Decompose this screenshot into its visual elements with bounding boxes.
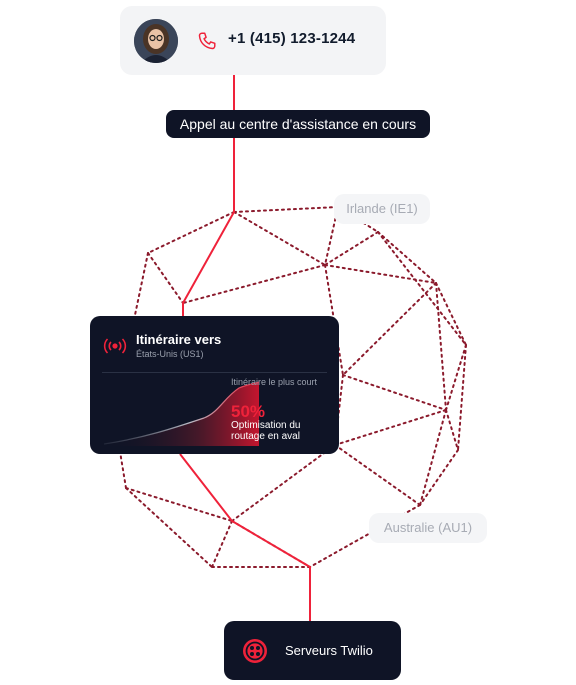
twilio-logo-icon — [243, 639, 267, 663]
mesh-link — [342, 282, 437, 376]
mesh-link — [377, 231, 437, 284]
mesh-link — [445, 409, 459, 451]
mesh-link — [182, 264, 326, 304]
twilio-servers-card: Serveurs Twilio — [224, 621, 401, 680]
mesh-link — [125, 487, 213, 568]
optimization-percent: 50% — [231, 402, 266, 421]
route-path — [179, 453, 311, 621]
route-destination: États-Unis (US1) — [136, 349, 204, 359]
region-australia: Australie (AU1) — [369, 513, 487, 543]
mesh-link — [342, 374, 447, 411]
mesh-link — [419, 409, 447, 506]
mesh-link — [125, 487, 233, 522]
region-ireland: Irlande (IE1) — [334, 194, 430, 224]
mesh-link — [324, 206, 339, 266]
mesh-link — [445, 344, 467, 411]
mesh-link — [324, 264, 437, 284]
mesh-link — [435, 282, 447, 411]
servers-label: Serveurs Twilio — [285, 643, 373, 658]
mesh-link — [233, 206, 339, 213]
route-card: Itinéraire vers États-Unis (US1) Itinéra… — [90, 316, 339, 454]
incoming-call-card: +1 (415) 123-1244 — [120, 6, 386, 75]
mesh-link — [147, 211, 235, 254]
phone-icon — [198, 32, 216, 50]
call-status-pill: Appel au centre d'assistance en cours — [166, 110, 430, 138]
mesh-link — [457, 344, 467, 451]
mesh-link — [324, 231, 379, 266]
shortest-route-label: Itinéraire le plus court — [231, 377, 318, 387]
caller-avatar — [134, 19, 178, 63]
mesh-link — [334, 409, 447, 446]
route-optimization-graphic — [104, 381, 260, 446]
mesh-link — [435, 282, 467, 346]
mesh-link — [147, 252, 184, 304]
mesh-link — [211, 520, 233, 568]
route-path — [182, 138, 235, 316]
mesh-link — [231, 444, 336, 522]
route-divider — [102, 372, 327, 373]
broadcast-icon — [103, 338, 127, 354]
mesh-link — [334, 444, 421, 506]
mesh-link — [419, 449, 459, 506]
mesh-link — [233, 211, 326, 266]
caller-phone-number: +1 (415) 123-1244 — [228, 30, 356, 47]
optimization-label: Optimisation du routage en aval — [231, 420, 301, 442]
mesh-link — [334, 374, 344, 446]
mesh-link — [377, 231, 467, 346]
route-title: Itinéraire vers — [136, 332, 222, 347]
